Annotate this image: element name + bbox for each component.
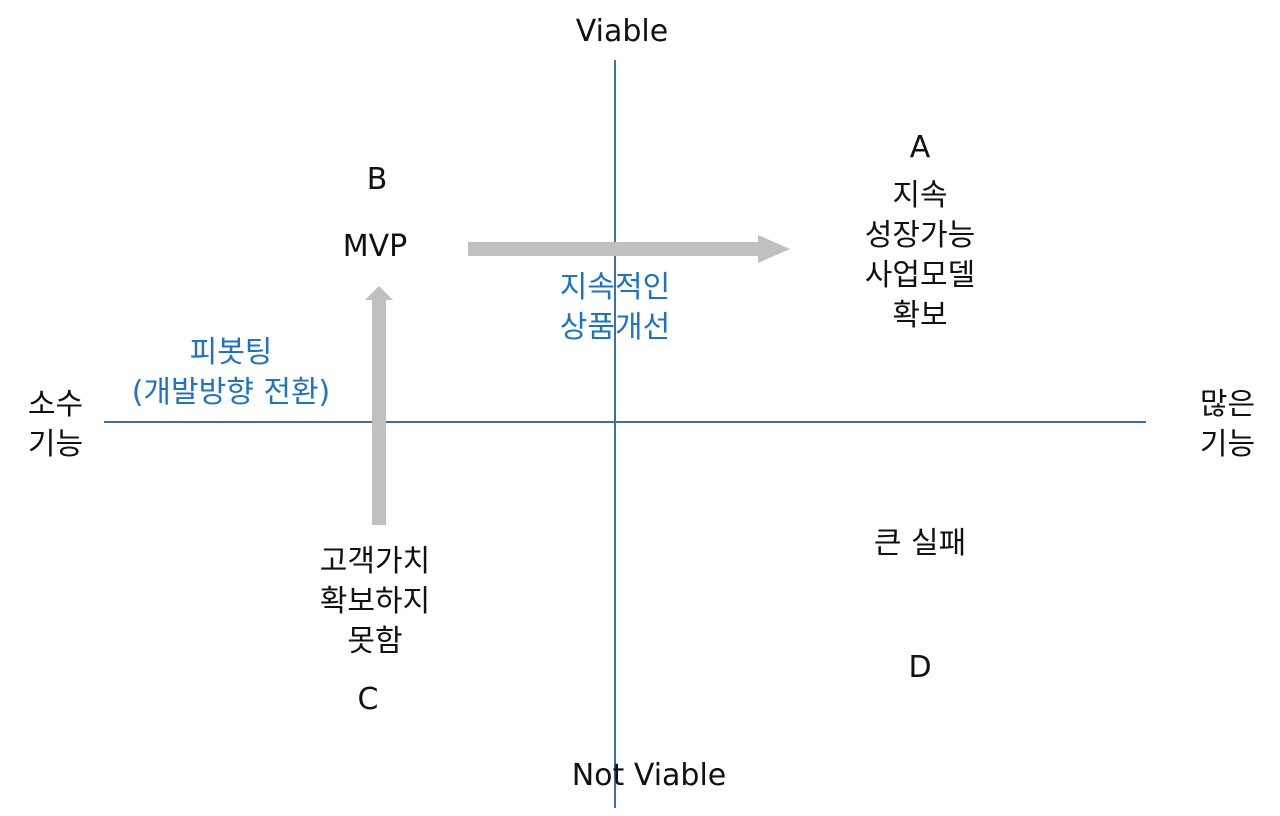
improvement-label: 지속적인 상품개선 bbox=[559, 270, 671, 345]
axis-label-many-features: 많은 기능 bbox=[1199, 387, 1256, 462]
vertical-axis bbox=[614, 60, 616, 808]
quadrant-c-description: 고객가치 확보하지 못함 bbox=[319, 544, 431, 659]
quadrant-d-letter: D bbox=[908, 650, 932, 685]
pivot-arrow bbox=[365, 286, 393, 525]
axis-label-not-viable: Not Viable bbox=[571, 758, 727, 793]
horizontal-axis bbox=[104, 421, 1146, 423]
improvement-arrow bbox=[468, 235, 790, 263]
axis-label-viable: Viable bbox=[575, 14, 669, 49]
mvp-label: MVP bbox=[342, 229, 408, 264]
quadrant-b-letter: B bbox=[366, 162, 388, 197]
quadrant-d-description: 큰 실패 bbox=[873, 526, 967, 561]
axis-label-few-features: 소수 기능 bbox=[27, 387, 84, 462]
quadrant-a-description: 지속 성장가능 사업모델 확보 bbox=[864, 178, 976, 333]
quadrant-c-letter: C bbox=[357, 682, 379, 717]
pivoting-label: 피봇팅 (개발방향 전환) bbox=[131, 335, 331, 410]
quadrant-a-letter: A bbox=[909, 130, 931, 165]
